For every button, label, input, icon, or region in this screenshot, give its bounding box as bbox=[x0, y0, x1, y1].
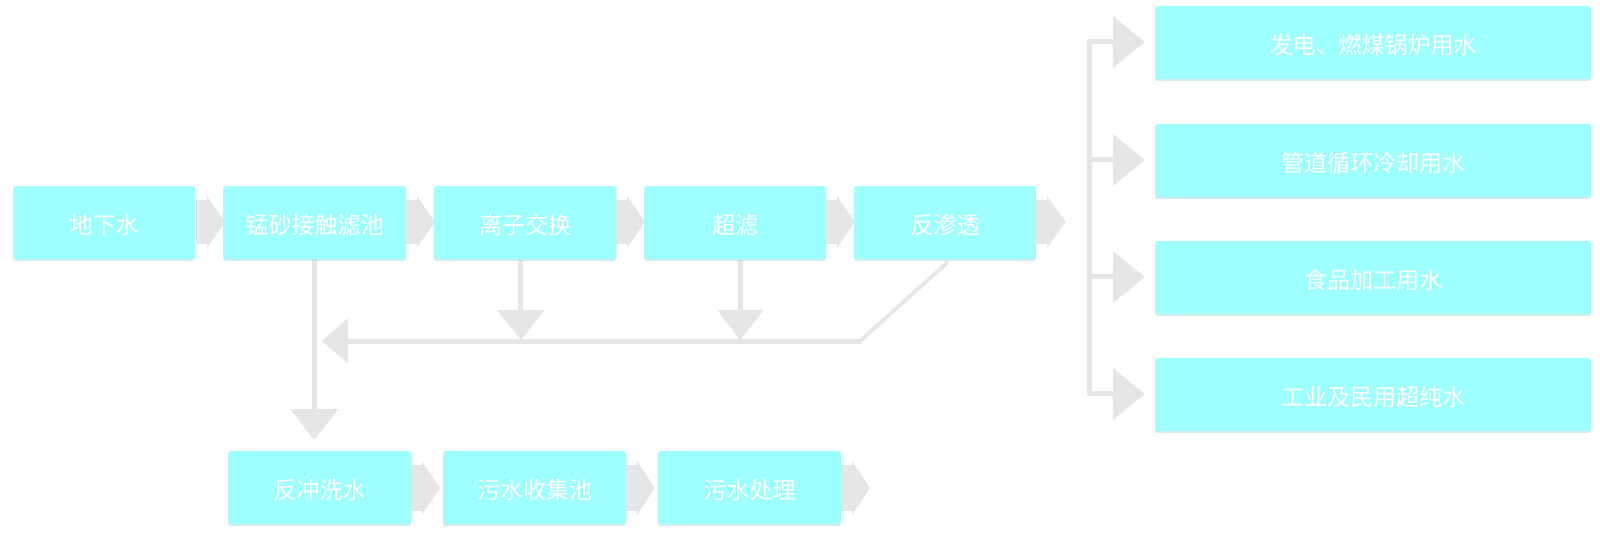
arrow-groundwater-to-filter bbox=[196, 196, 225, 248]
node-backwash-water-label: 反冲洗水 bbox=[273, 477, 366, 504]
node-reverse-osmosis-label: 反渗透 bbox=[910, 212, 980, 239]
arrow-down-to-backwash bbox=[290, 409, 339, 440]
node-reverse-osmosis: 反渗透 bbox=[854, 186, 1036, 259]
node-ion-exchange-label: 离子交换 bbox=[479, 212, 571, 239]
node-mn-sand-filter-label: 锰砂接触滤池 bbox=[245, 212, 384, 239]
arrow-uf-to-ro bbox=[826, 196, 855, 248]
node-mn-sand-filter: 锰砂接触滤池 bbox=[223, 186, 406, 259]
node-backwash-water: 反冲洗水 bbox=[228, 451, 411, 524]
arrow-down-uf bbox=[717, 310, 764, 340]
output-cooling-water: 管道循环冷却用水 bbox=[1155, 124, 1591, 197]
arrow-filter-to-ion-exchange bbox=[406, 196, 435, 248]
node-sewage-collection-tank: 污水收集池 bbox=[443, 451, 626, 524]
ion-exchange-drain-line bbox=[518, 260, 523, 310]
branch-arrow-4 bbox=[1113, 368, 1145, 420]
node-groundwater: 地下水 bbox=[13, 186, 195, 259]
node-groundwater-label: 地下水 bbox=[69, 212, 139, 239]
output-food-processing-water: 食品加工用水 bbox=[1155, 241, 1591, 314]
node-sewage-collection-tank-label: 污水收集池 bbox=[477, 477, 592, 504]
output-power-boiler-water-label: 发电、燃煤锅炉用水 bbox=[1269, 32, 1477, 59]
output-ultrapure-water: 工业及民用超纯水 bbox=[1155, 358, 1591, 431]
arrow-collection-to-treatment bbox=[626, 461, 655, 515]
filter-drain-line bbox=[312, 259, 317, 409]
arrow-ion-exchange-to-uf bbox=[616, 196, 645, 248]
output-food-processing-water-label: 食品加工用水 bbox=[1304, 267, 1442, 294]
ro-diagonal-connector bbox=[858, 260, 950, 343]
branch-arrow-1 bbox=[1113, 16, 1145, 68]
arrow-down-ion-exchange bbox=[497, 310, 545, 340]
node-ultrafiltration-label: 超滤 bbox=[712, 212, 758, 239]
return-line bbox=[348, 339, 861, 344]
output-cooling-water-label: 管道循环冷却用水 bbox=[1281, 150, 1465, 177]
return-arrow-left bbox=[322, 318, 348, 364]
node-sewage-treatment: 污水处理 bbox=[658, 451, 841, 524]
arrow-ro-out bbox=[1036, 196, 1066, 248]
output-power-boiler-water: 发电、燃煤锅炉用水 bbox=[1155, 6, 1591, 79]
node-ultrafiltration: 超滤 bbox=[644, 186, 826, 259]
arrow-treatment-out bbox=[841, 461, 870, 515]
branch-arrow-2 bbox=[1113, 134, 1145, 186]
uf-drain-line bbox=[738, 260, 743, 310]
node-ion-exchange: 离子交换 bbox=[434, 186, 616, 259]
arrow-backwash-to-collection bbox=[411, 461, 440, 515]
node-sewage-treatment-label: 污水处理 bbox=[703, 477, 796, 504]
branch-trunk bbox=[1087, 41, 1092, 396]
output-ultrapure-water-label: 工业及民用超纯水 bbox=[1281, 384, 1465, 411]
branch-arrow-3 bbox=[1113, 251, 1145, 303]
